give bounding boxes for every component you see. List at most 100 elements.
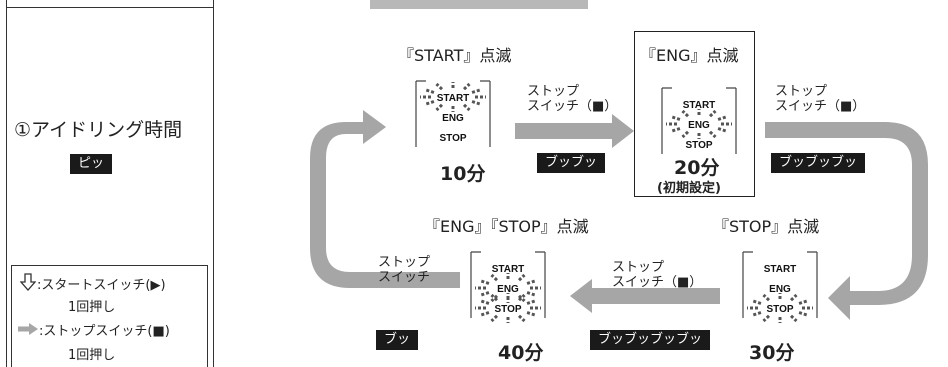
blink-ray-eng bbox=[708, 109, 717, 118]
panel-frame bbox=[470, 251, 546, 318]
panel-stop-text: STOP bbox=[439, 133, 466, 144]
blink-ray-start bbox=[435, 103, 444, 112]
blink-ray-stop bbox=[526, 299, 538, 305]
legend-start-switch: :スタートスイッチ(▶) bbox=[37, 278, 166, 293]
state-eng-label: 『ENG』点滅 bbox=[640, 46, 739, 65]
blink-ray-stop bbox=[762, 293, 771, 302]
legend-stop-count: 1回押し bbox=[68, 348, 116, 363]
arrow-stop-to-engstop bbox=[570, 279, 720, 313]
state-eng-minutes: 20分 bbox=[674, 157, 720, 179]
panel-frame bbox=[661, 87, 737, 154]
state-start-minutes: 10分 bbox=[440, 163, 486, 185]
arrow-eng-to-stop bbox=[765, 122, 928, 320]
transition-1-line1: ストップ bbox=[527, 84, 580, 99]
blink-ray-eng bbox=[517, 273, 526, 282]
blink-ray-stop bbox=[762, 314, 771, 323]
panel-eng-text: ENG bbox=[442, 113, 464, 124]
blink-ray-eng bbox=[717, 127, 729, 133]
default-setting-frame bbox=[634, 31, 755, 197]
panel-start-text: START bbox=[683, 100, 716, 111]
blink-ray-eng bbox=[681, 130, 690, 139]
legend-start-count: 1回押し bbox=[68, 300, 116, 315]
blink-ray-stop bbox=[526, 311, 538, 317]
transition-4-line2: スイッチ bbox=[378, 270, 431, 285]
arrow-engstop-to-start bbox=[310, 110, 460, 288]
blink-ray-stop bbox=[517, 293, 526, 302]
transition-2-line1: ストップ bbox=[775, 84, 828, 99]
transition-2-line2: スイッチ（■） bbox=[775, 99, 866, 114]
blink-ray-stop bbox=[750, 299, 762, 305]
state-engstop-label: 『ENG』『STOP』点滅 bbox=[424, 217, 589, 236]
transition-4-line1: ストップ bbox=[378, 255, 431, 270]
blink-ray-start bbox=[423, 88, 435, 94]
state-stop-minutes: 30分 bbox=[749, 342, 795, 364]
panel-frame bbox=[415, 80, 491, 147]
panel-eng-text: ENG bbox=[497, 284, 519, 295]
blink-ray-eng bbox=[478, 279, 490, 285]
panel-display: START ENG STOP bbox=[742, 251, 818, 323]
transition-4-beep: ブッ bbox=[376, 330, 419, 350]
blink-ray-eng bbox=[717, 115, 729, 121]
blink-ray-stop bbox=[789, 314, 798, 323]
blink-ray-eng bbox=[669, 127, 681, 133]
panel-eng-text: ENG bbox=[688, 120, 710, 131]
transition-3-line1: ストップ bbox=[612, 260, 665, 275]
panel-engstop-blinking: START ENG STOP bbox=[467, 244, 549, 326]
panel-start-text: START bbox=[492, 264, 525, 275]
arrow-start-to-eng bbox=[515, 114, 634, 148]
stop-switch-arrow-icon bbox=[18, 323, 38, 335]
panel-stop-text: STOP bbox=[766, 304, 793, 315]
panel-start-blinking: START ENG STOP bbox=[412, 73, 494, 155]
start-switch-arrow-icon bbox=[20, 273, 36, 291]
blink-ray-start bbox=[435, 82, 444, 91]
blink-ray-eng bbox=[490, 273, 499, 282]
top-tab bbox=[370, 0, 588, 9]
blink-ray-start bbox=[471, 100, 483, 106]
panel-eng-blinking: START ENG STOP bbox=[658, 80, 740, 162]
blink-ray-stop bbox=[798, 299, 810, 305]
panel-stop-text: STOP bbox=[494, 304, 521, 315]
panel-frame bbox=[742, 251, 818, 318]
blink-ray-eng bbox=[517, 294, 526, 303]
blink-ray-stop bbox=[478, 299, 490, 305]
panel-start-text: START bbox=[437, 93, 470, 104]
blink-ray-eng bbox=[478, 291, 490, 297]
blink-ray-eng bbox=[708, 130, 717, 139]
blink-ray-stop bbox=[490, 314, 499, 323]
legend-stop-switch: :ストップスイッチ(■) bbox=[39, 324, 170, 339]
panel-display: START ENG STOP bbox=[470, 251, 546, 323]
blink-ray-start bbox=[462, 103, 471, 112]
transition-2-beep: ブッブッブッ bbox=[771, 153, 866, 173]
left-panel bbox=[6, 0, 214, 367]
blink-ray-stop bbox=[750, 311, 762, 317]
blink-ray-stop bbox=[798, 311, 810, 317]
blink-ray-eng bbox=[526, 279, 538, 285]
setting-beep-badge: ピッ bbox=[70, 154, 113, 174]
blink-ray-eng bbox=[526, 291, 538, 297]
top-divider bbox=[7, 7, 213, 8]
blink-ray-start bbox=[471, 88, 483, 94]
blink-ray-eng bbox=[490, 294, 499, 303]
transition-3-line2: スイッチ（■） bbox=[612, 275, 703, 290]
blink-ray-stop bbox=[478, 311, 490, 317]
transition-3-beep: ブッブッブッブッ bbox=[590, 330, 711, 350]
blink-ray-start bbox=[423, 100, 435, 106]
panel-stop-text: STOP bbox=[685, 140, 712, 151]
panel-display: START ENG STOP bbox=[661, 87, 737, 154]
blink-ray-stop bbox=[789, 293, 798, 302]
blink-ray-eng bbox=[669, 115, 681, 121]
blink-ray-stop bbox=[490, 293, 499, 302]
blink-ray-start bbox=[462, 82, 471, 91]
panel-display: START ENG STOP bbox=[415, 80, 491, 147]
panel-start-text: START bbox=[764, 264, 797, 275]
state-stop-label: 『STOP』点滅 bbox=[713, 217, 820, 236]
state-start-label: 『START』点滅 bbox=[398, 46, 512, 65]
panel-stop-blinking: START ENG STOP bbox=[739, 244, 821, 326]
setting-title: ①アイドリング時間 bbox=[14, 119, 183, 141]
blink-ray-stop bbox=[517, 314, 526, 323]
transition-1-beep: ブッブッ bbox=[537, 153, 606, 173]
panel-eng-text: ENG bbox=[769, 284, 791, 295]
state-engstop-minutes: 40分 bbox=[498, 342, 544, 364]
